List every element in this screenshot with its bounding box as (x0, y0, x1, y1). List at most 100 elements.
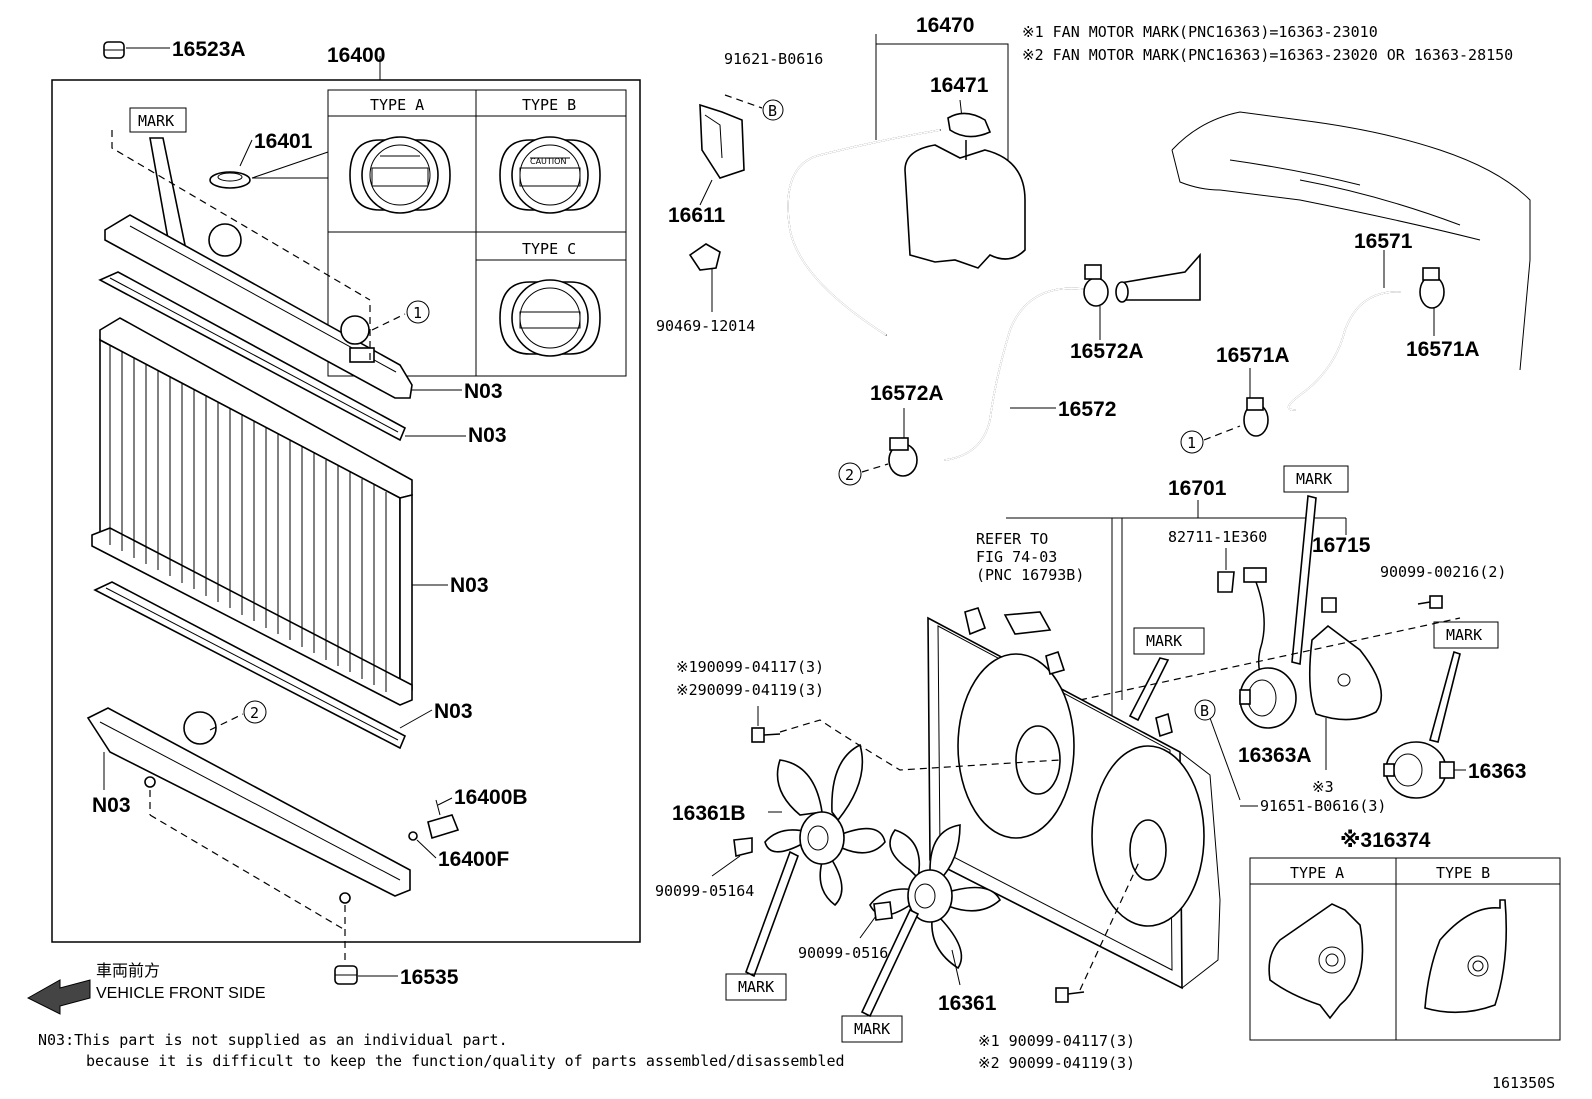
part-16572A-upper[interactable]: 16572A (1070, 340, 1144, 363)
outlet-pipe-icon (1115, 252, 1201, 303)
n03-core[interactable]: N03 (450, 574, 489, 597)
part-16363A[interactable]: 16363A (1238, 744, 1312, 767)
mark-label-fan-b: MARK (738, 978, 774, 996)
hose-16571-icon (1287, 291, 1401, 411)
mark-3-bracket[interactable]: ※3 (1312, 778, 1334, 796)
part-16400F[interactable]: 16400F (438, 848, 509, 871)
callout-2-hose-label: 2 (845, 466, 854, 484)
radiator-upper-tank-icon (104, 214, 413, 399)
part-16401[interactable]: 16401 (254, 130, 313, 153)
part-16523A[interactable]: 16523A (172, 38, 246, 61)
fan-motor-mark-note-1: ※1 FAN MOTOR MARK(PNC16363)=16363-23010 (1022, 23, 1378, 41)
fan-motor-16363A-icon (1239, 667, 1297, 729)
mark-arrow-fan (860, 908, 920, 1018)
cap-type-a-label: TYPE A (370, 96, 424, 114)
part-91651-B0616[interactable]: 91651-B0616(3) (1260, 797, 1386, 815)
lower-gasket-icon (93, 581, 407, 750)
callout-2-radiator-label: 2 (250, 704, 259, 722)
vehicle-front-en: VEHICLE FRONT SIDE (96, 985, 266, 1002)
part-16715[interactable]: 16715 (1312, 534, 1371, 557)
n03-lower-gasket[interactable]: N03 (434, 700, 473, 723)
cap-type-c-label: TYPE C (522, 240, 576, 258)
part-16572A-lower[interactable]: 16572A (870, 382, 944, 405)
mark-arrow-motor-a (1291, 494, 1317, 666)
bracket-type-a-label: TYPE A (1290, 864, 1344, 882)
hose-16572-icon (944, 287, 1091, 461)
mark-label-fan: MARK (854, 1020, 890, 1038)
vehicle-front-arrow-icon (26, 979, 91, 1015)
n03-note-line-1: N03:This part is not supplied as an indi… (38, 1031, 508, 1049)
refer-part-icon (1003, 611, 1052, 635)
clamp-16572A-upper-icon (1083, 264, 1109, 307)
clip-90469-icon (688, 243, 721, 271)
bolt1-bottom-label[interactable]: ※1 90099-04117(3) (978, 1032, 1135, 1050)
part-16535[interactable]: 16535 (400, 966, 459, 989)
part-16374[interactable]: ※316374 (1340, 829, 1431, 852)
bolt-90099-00216-icon (1417, 595, 1443, 609)
part-16611[interactable]: 16611 (668, 204, 726, 227)
part-90099-05164-a[interactable]: 90099-05164 (655, 882, 754, 900)
part-16400B[interactable]: 16400B (454, 786, 528, 809)
mark-box-radiator (129, 107, 187, 133)
part-16471[interactable]: 16471 (930, 74, 989, 97)
part-16400[interactable]: 16400 (327, 44, 385, 67)
engine-outline-icon (1171, 111, 1531, 371)
mark-arrow-shroud (1128, 657, 1170, 722)
radiator-cap-type-b-icon (499, 136, 601, 214)
radiator-core-icon (91, 317, 413, 706)
part-16361[interactable]: 16361 (938, 992, 997, 1015)
part-16571[interactable]: 16571 (1354, 230, 1413, 253)
upper-gasket-icon (98, 271, 407, 442)
clamp-16572A-lower-icon (888, 437, 918, 477)
callout-2-radiator (243, 700, 267, 724)
callout-1-radiator (406, 300, 430, 324)
part-82711-1E360[interactable]: 82711-1E360 (1168, 528, 1267, 546)
callout-b-top (762, 99, 784, 121)
callout-1-hose (1180, 430, 1204, 454)
refer-line-1: REFER TO (976, 530, 1048, 548)
bolt2-bottom-label[interactable]: ※2 90099-04119(3) (978, 1054, 1135, 1072)
callout-b-shroud (1194, 699, 1216, 721)
part-16571A-left[interactable]: 16571A (1216, 344, 1290, 367)
mark-box-motor (1433, 621, 1499, 649)
bolt2-top-label[interactable]: ※290099-04119(3) (676, 681, 824, 699)
n03-upper-tank[interactable]: N03 (464, 380, 503, 403)
fan-motor-mark-note-2: ※2 FAN MOTOR MARK(PNC16363)=16363-23020 … (1022, 46, 1513, 64)
callout-b-top-label: B (768, 102, 777, 120)
fan-16361-icon (869, 824, 1001, 970)
part-90099-00216[interactable]: 90099-00216(2) (1380, 563, 1506, 581)
vehicle-front-jp: 車両前方 (96, 962, 160, 980)
bracket-type-b-icon (1424, 899, 1508, 1014)
refer-line-2: FIG 74-03 (976, 548, 1057, 566)
mark-arrow-fan-b (745, 850, 799, 978)
drain-cock-16400B-icon (427, 799, 460, 840)
part-16470[interactable]: 16470 (916, 14, 974, 37)
mark-label-motor-a: MARK (1296, 470, 1332, 488)
bolt1-top-label[interactable]: ※190099-04117(3) (676, 658, 824, 676)
mark-box-fan (841, 1015, 903, 1043)
part-16571A-right[interactable]: 16571A (1406, 338, 1480, 361)
callout-2-hose (838, 462, 862, 486)
part-90469-12014[interactable]: 90469-12014 (656, 317, 755, 335)
motor-bracket-16374-icon (1308, 624, 1383, 721)
bolt-bottom-icon (1055, 987, 1085, 1003)
part-90099-05164-b[interactable]: 90099-05164 (798, 944, 897, 962)
n03-upper-gasket[interactable]: N03 (468, 424, 507, 447)
n03-lower-tank[interactable]: N03 (92, 794, 131, 817)
part-16361B[interactable]: 16361B (672, 802, 746, 825)
radiator-lower-tank-icon (86, 707, 411, 904)
radiator-cap-type-a-icon (349, 136, 451, 214)
callout-b-shroud-label: B (1200, 702, 1209, 720)
part-16701[interactable]: 16701 (1168, 477, 1227, 500)
bracket-type-a-icon (1268, 903, 1364, 1020)
part-16363[interactable]: 16363 (1468, 760, 1526, 783)
connector-82711-icon (1217, 571, 1235, 593)
mark-arrow-motor (1429, 650, 1461, 743)
part-91621-B0616[interactable]: 91621-B0616 (724, 50, 823, 68)
mark-box-shroud (1133, 627, 1205, 655)
bracket-16611-icon (699, 103, 745, 179)
n03-note-line-2: because it is difficult to keep the func… (86, 1052, 845, 1070)
drain-plug-16523A-icon (103, 41, 125, 59)
part-16572[interactable]: 16572 (1058, 398, 1116, 421)
